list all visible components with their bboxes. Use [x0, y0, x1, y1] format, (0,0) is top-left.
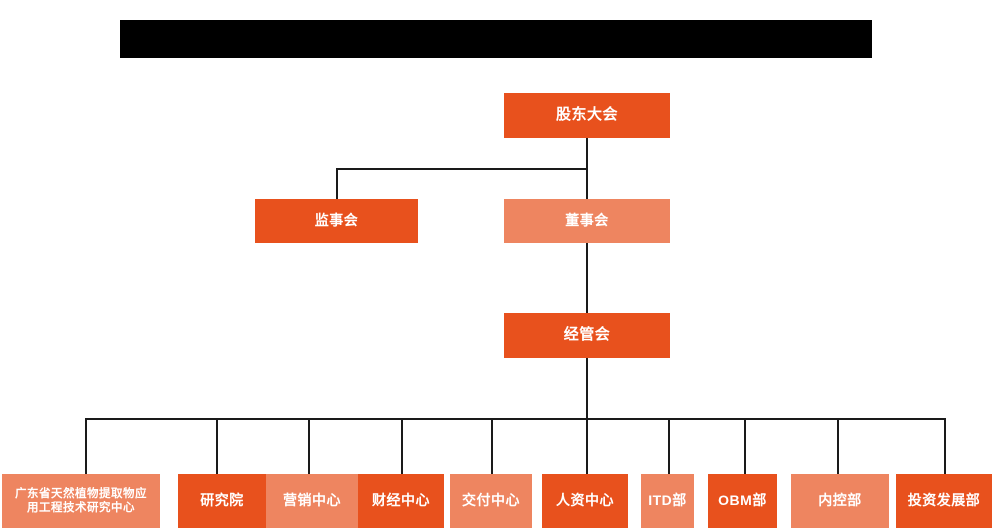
connector-drop-internal-control [837, 418, 839, 474]
connector-seg-level2-bus [336, 168, 588, 170]
org-node-institute[interactable]: 研究院 [178, 474, 266, 528]
org-node-obm-dept[interactable]: OBM部 [708, 474, 777, 528]
org-node-label: 财经中心 [372, 492, 430, 509]
connector-drop-itd-dept [668, 418, 670, 474]
connector-drop-finance-center [401, 418, 403, 474]
org-node-label: 人资中心 [556, 492, 614, 509]
org-node-label: ITD部 [648, 492, 687, 509]
connector-seg-supervisors-down [336, 168, 338, 199]
org-node-supervisors[interactable]: 监事会 [255, 199, 418, 243]
redacted-title-bar [120, 20, 872, 58]
connector-drop-obm-dept [744, 418, 746, 474]
org-node-investment-dev[interactable]: 投资发展部 [896, 474, 992, 528]
connector-seg-mgmt-down [586, 358, 588, 418]
org-node-gd-research-center[interactable]: 广东省天然植物提取物应 用工程技术研究中心 [2, 474, 160, 528]
org-node-label: 监事会 [314, 212, 359, 229]
connector-drop-hr-center [586, 418, 588, 474]
connector-seg-level4-bus [85, 418, 945, 420]
org-node-label: OBM部 [718, 492, 767, 509]
connector-drop-delivery-center [491, 418, 493, 474]
org-node-shareholders[interactable]: 股东大会 [504, 93, 670, 138]
connector-drop-gd-research-center [85, 418, 87, 474]
org-node-label: 董事会 [565, 212, 609, 229]
org-node-label: 广东省天然植物提取物应 用工程技术研究中心 [15, 487, 147, 514]
org-node-label: 交付中心 [462, 492, 520, 509]
org-node-hr-center[interactable]: 人资中心 [542, 474, 628, 528]
org-node-itd-dept[interactable]: ITD部 [641, 474, 694, 528]
org-node-internal-control[interactable]: 内控部 [791, 474, 889, 528]
org-node-finance-center[interactable]: 财经中心 [358, 474, 444, 528]
org-node-label: 投资发展部 [907, 492, 981, 509]
org-node-marketing-center[interactable]: 营销中心 [266, 474, 358, 528]
org-node-label: 股东大会 [555, 106, 618, 124]
connector-drop-marketing-center [308, 418, 310, 474]
org-node-management[interactable]: 经管会 [504, 313, 670, 358]
org-node-label: 研究院 [200, 492, 244, 509]
connector-drop-institute [216, 418, 218, 474]
org-node-delivery-center[interactable]: 交付中心 [450, 474, 532, 528]
connector-drop-investment-dev [944, 418, 946, 474]
org-node-label: 内控部 [818, 492, 862, 509]
connector-seg-directors-down [586, 168, 588, 199]
org-node-label: 营销中心 [283, 492, 341, 509]
connector-seg-directors-to-mgmt [586, 243, 588, 313]
org-node-label: 经管会 [563, 326, 611, 344]
connector-seg-shareholders-down [586, 138, 588, 169]
org-node-directors[interactable]: 董事会 [504, 199, 670, 243]
